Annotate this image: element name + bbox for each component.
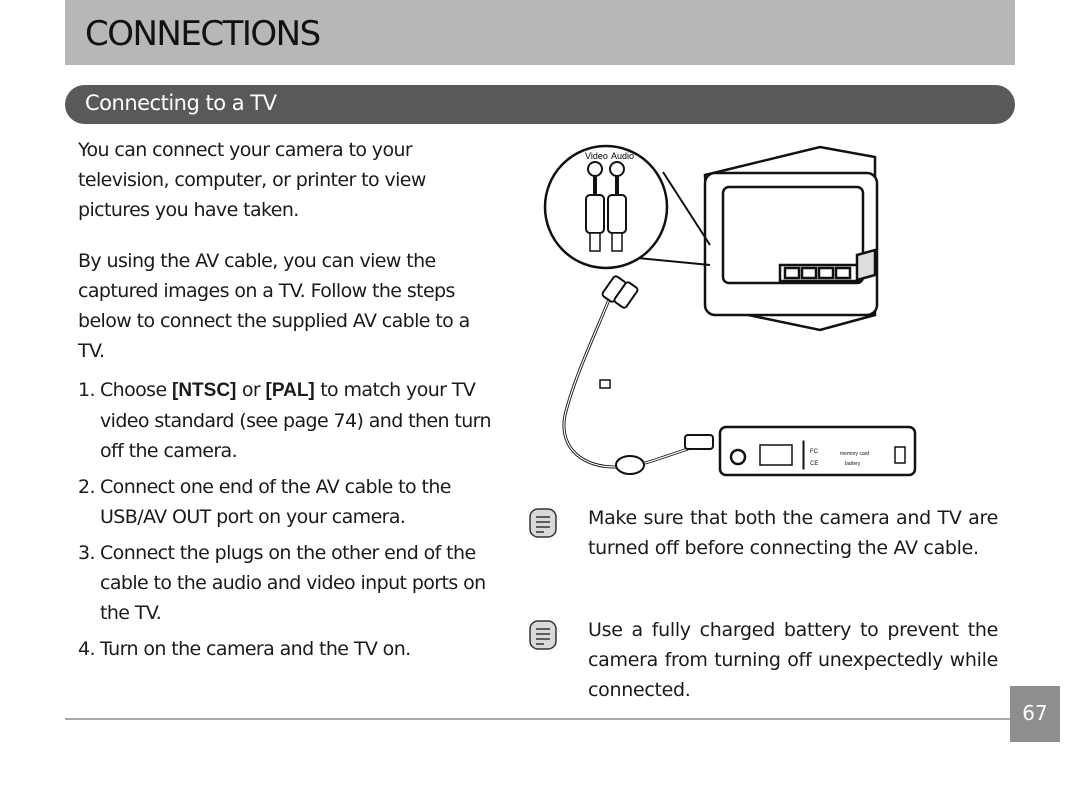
pal-option: [PAL] [265, 380, 315, 401]
step-text-pre: Choose [100, 379, 172, 401]
intro-paragraph-1: You can connect your camera to your tele… [78, 139, 426, 221]
footer-divider [65, 718, 1010, 720]
header-bar: CONNECTIONS [65, 0, 1015, 65]
step-item: 3. Connect the plugs on the other end of… [78, 538, 498, 628]
section-title: Connecting to a TV [85, 91, 277, 115]
av-ports-callout: Video Audio [543, 144, 711, 270]
note-2: Use a fully charged battery to prevent t… [528, 615, 998, 705]
ntsc-option: [NTSC] [172, 380, 237, 401]
note-text: Make sure that both the camera and TV ar… [588, 507, 998, 559]
fc-mark: FC [810, 449, 819, 455]
note-1: Make sure that both the camera and TV ar… [528, 503, 998, 563]
step-item: 4. Turn on the camera and the TV on. [78, 634, 498, 664]
step-number: 1. [78, 379, 96, 401]
page-title: CONNECTIONS [85, 14, 321, 54]
battery-label: battery [845, 461, 861, 467]
step-number: 2. [78, 476, 96, 498]
camera-icon: FC CE memory card battery [718, 425, 917, 477]
step-item: 2. Connect one end of the AV cable to th… [78, 472, 498, 532]
steps-list: 1. Choose [NTSC] or [PAL] to match your … [78, 375, 498, 670]
step-item: 1. Choose [NTSC] or [PAL] to match your … [78, 375, 498, 466]
intro-paragraph-2: By using the AV cable, you can view the … [78, 250, 470, 362]
step-number: 4. [78, 638, 96, 660]
step-text: Connect one end of the AV cable to the U… [100, 476, 451, 528]
audio-port-label: Audio [611, 151, 634, 161]
step-text: Turn on the camera and the TV on. [100, 638, 411, 660]
ce-mark: CE [810, 461, 818, 467]
video-port-label: Video [585, 151, 608, 161]
section-bar: Connecting to a TV [65, 85, 1015, 124]
note-text: Use a fully charged battery to prevent t… [588, 619, 998, 701]
av-cable [562, 275, 714, 475]
note-icon [529, 620, 557, 650]
step-text-post: to match your TV video standard (see pag… [100, 379, 492, 462]
memory-card-label: memory card [840, 451, 869, 457]
note-icon [529, 508, 557, 538]
step-number: 3. [78, 542, 96, 564]
page-number: 67 [1010, 686, 1060, 742]
step-text-mid: or [236, 379, 266, 401]
step-text: Connect the plugs on the other end of th… [100, 542, 486, 624]
tv-connection-illustration: Video Audio FC CE memory card battery [543, 144, 917, 477]
tv-icon [703, 145, 879, 332]
